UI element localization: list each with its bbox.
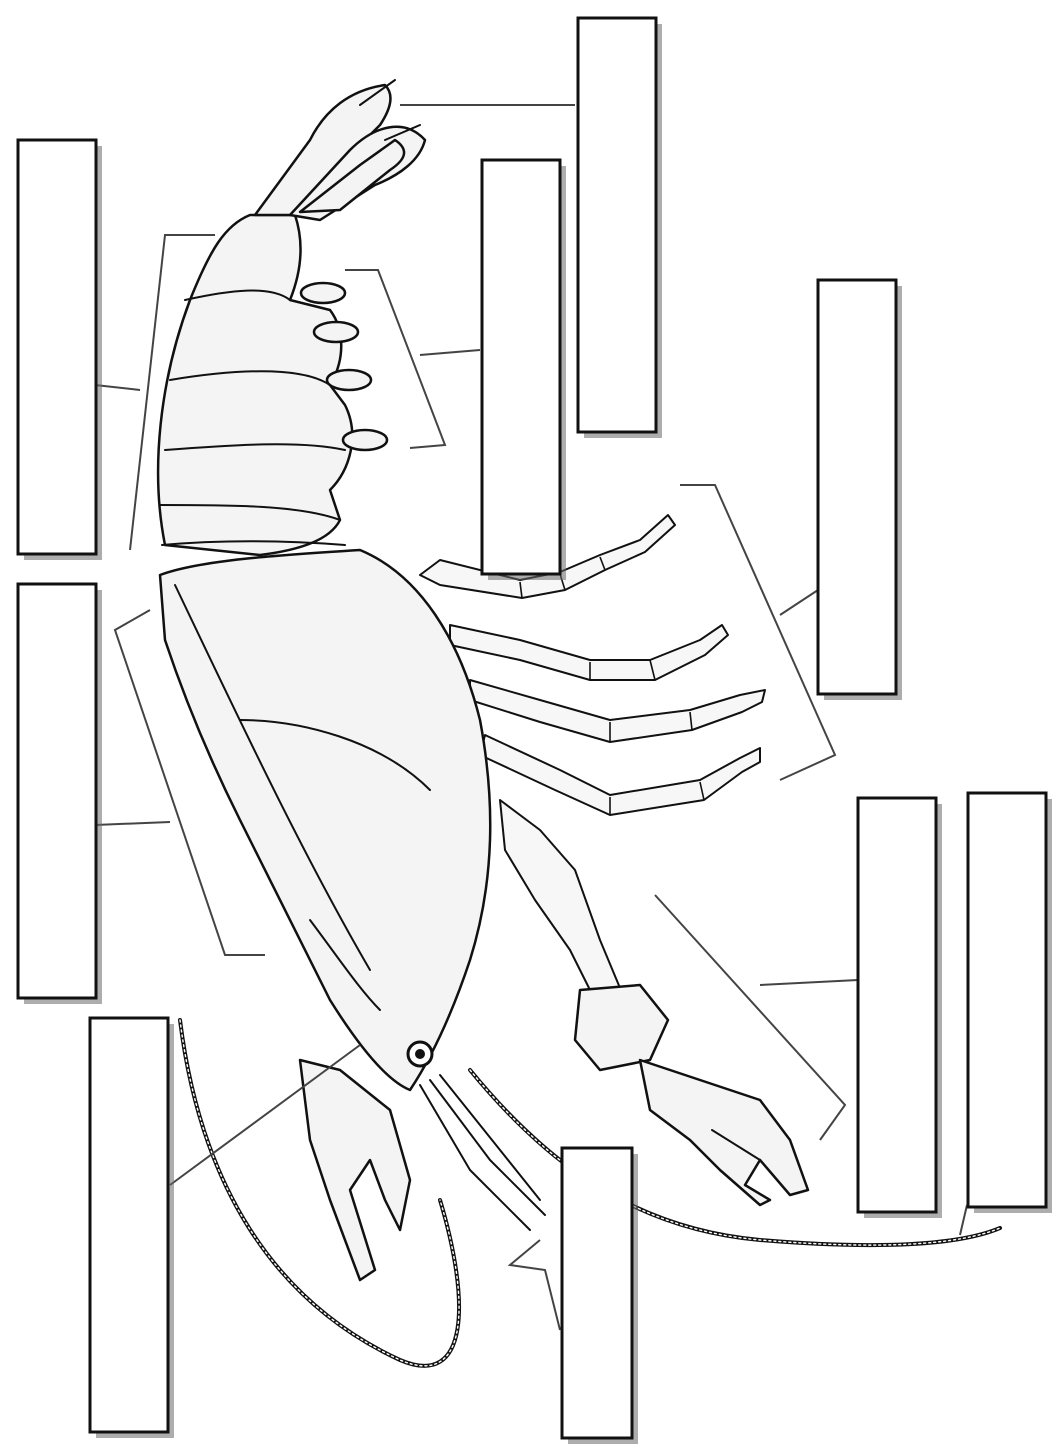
antennules (420, 1075, 545, 1230)
label-box-cheliped[interactable] (858, 798, 942, 1218)
cheliped-right (500, 800, 808, 1205)
telson-uropods (255, 80, 425, 220)
label-box-claw[interactable] (90, 1018, 174, 1438)
abdomen (158, 215, 352, 555)
label-box-telson-uropods[interactable] (578, 18, 662, 438)
label-box-swimmerets[interactable] (482, 160, 566, 580)
carapace (160, 550, 490, 1090)
label-box-abdomen-segments[interactable] (18, 140, 102, 560)
label-box-carapace[interactable] (18, 584, 102, 1004)
label-box-walking-legs[interactable] (818, 280, 902, 700)
label-box-antennules[interactable] (562, 1148, 638, 1444)
label-box-antenna[interactable] (968, 793, 1052, 1213)
